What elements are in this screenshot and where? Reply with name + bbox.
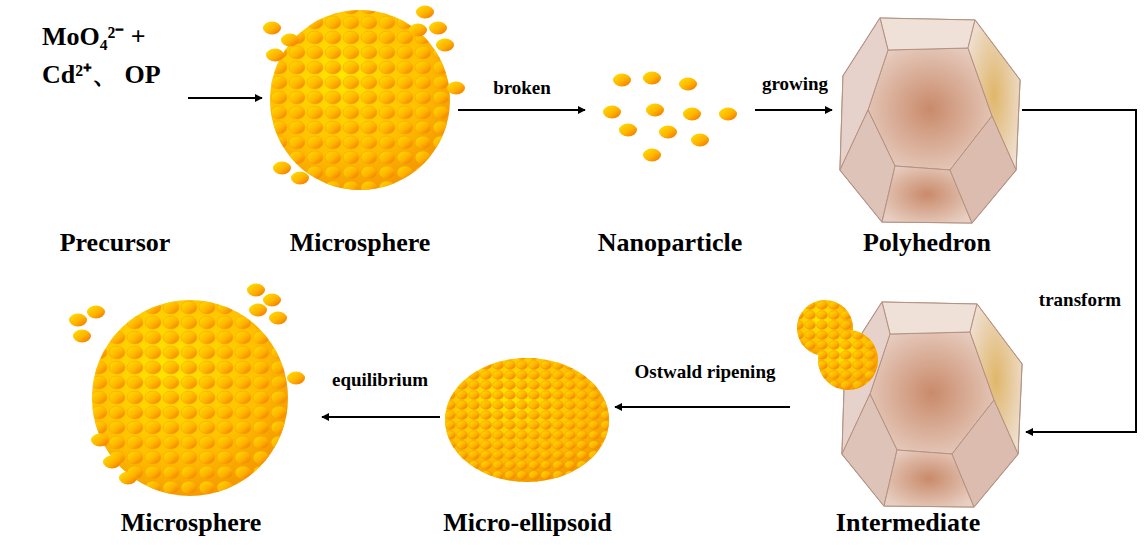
- reaction-arrow: [322, 416, 440, 418]
- stage-label: Nanoparticle: [598, 227, 742, 258]
- stage-node: Polyhedron: [832, 15, 1022, 258]
- reaction-arrow: [1022, 110, 1136, 432]
- stage-node: Intermediate: [790, 290, 1026, 538]
- stage-node: MoO₄²⁻ + Cd²⁺、 OP Precursor: [42, 18, 188, 258]
- stage-label: Microsphere: [121, 507, 262, 538]
- stage-label: Microsphere: [290, 227, 431, 258]
- reaction-arrow: [615, 406, 790, 408]
- step-label: equilibrium: [330, 369, 430, 391]
- stage-label: Intermediate: [836, 507, 980, 538]
- reaction-arrow: [755, 109, 832, 111]
- reaction-arrow: [458, 109, 585, 111]
- stage-label: Polyhedron: [863, 227, 991, 258]
- reactant-formula: MoO₄²⁻ + Cd²⁺、 OP: [42, 18, 188, 93]
- reaction-arrow: [188, 97, 262, 99]
- stage-node: Microsphere: [262, 8, 458, 258]
- stage-node: Nanoparticle: [585, 60, 755, 258]
- step-label: transform: [1037, 289, 1123, 311]
- stage-node: Micro-ellipsoid: [440, 345, 615, 538]
- stage-node: Microsphere: [60, 290, 322, 538]
- stage-label: Precursor: [60, 227, 171, 258]
- step-label: broken: [491, 77, 553, 99]
- stage-label: Micro-ellipsoid: [443, 507, 612, 538]
- step-label: growing: [760, 73, 830, 95]
- step-label: Ostwald ripening: [633, 361, 778, 383]
